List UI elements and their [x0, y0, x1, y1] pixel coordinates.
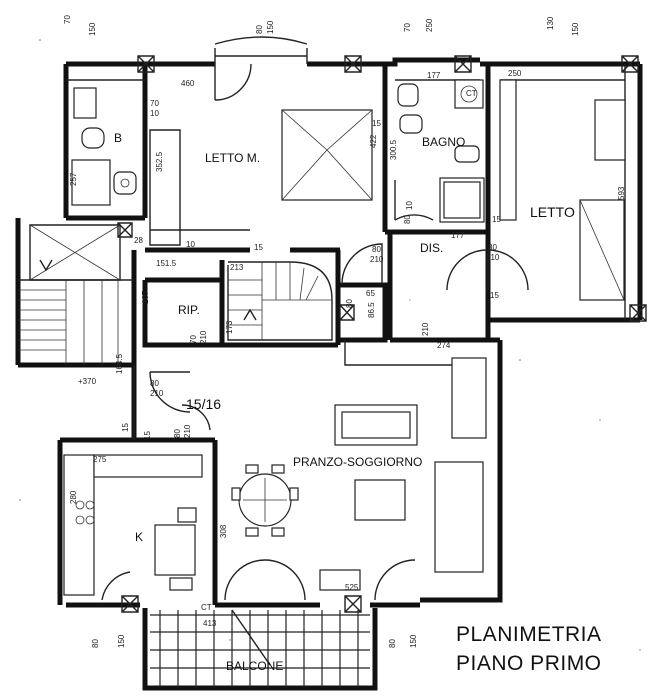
unit-label: 15/16 [186, 396, 221, 412]
dim-label: 460 [181, 79, 195, 88]
dim-label: 250 [508, 69, 522, 78]
dim-label: 422 [369, 134, 378, 148]
spiral-stairs [227, 261, 333, 341]
dim-label: 130 [546, 16, 555, 30]
left-stairs [18, 224, 134, 365]
dim-label: 80 [91, 639, 100, 648]
dim-label: 15 [254, 243, 263, 252]
dim-label: 164.5 [115, 353, 124, 374]
dim-label: 80 [488, 243, 497, 252]
room-label-dis: DIS. [420, 241, 443, 255]
single-bed [499, 79, 626, 301]
dim-label: 210 [370, 255, 384, 264]
dim-label: 280 [69, 490, 78, 504]
dim-label: 80 [372, 245, 381, 254]
dim-label: 15 [490, 291, 499, 300]
dim-label: 150 [409, 634, 418, 648]
dim-label: 80 [403, 215, 412, 224]
balcony [142, 608, 378, 691]
level-label: +370 [78, 377, 97, 386]
dim-label: 150 [571, 22, 580, 36]
dim-label: 15 [121, 423, 130, 432]
room-label-bagno: BAGNO [422, 135, 465, 149]
dim-label: CT [201, 603, 212, 612]
kitchen-fixtures [63, 454, 203, 596]
top-window [214, 36, 308, 64]
dim-label: 15 [372, 119, 381, 128]
dim-label: 70 [150, 99, 159, 108]
dim-label: 15 [492, 215, 501, 224]
dim-label: 107 [141, 290, 150, 304]
dim-label: 70 [403, 23, 412, 32]
window-boxes [117, 55, 647, 613]
dim-label: 15 [143, 431, 152, 440]
dim-label: 525 [345, 583, 359, 592]
dim-label: 213 [230, 263, 244, 272]
dim-label: 151.5 [156, 259, 177, 268]
dim-label: 593 [617, 186, 626, 200]
dim-label: 10 [150, 109, 159, 118]
living-furniture [231, 357, 487, 591]
dim-label: 173 [225, 320, 234, 334]
dim-label: 275 [93, 455, 107, 464]
dim-label: 70 [189, 335, 198, 344]
dim-label: 210 [183, 424, 192, 438]
room-label-letto: LETTO [530, 204, 575, 220]
dim-label: 257 [69, 172, 78, 186]
dimension-labels: 70 150 80 150 70 250 130 150 460 177 CT … [63, 15, 626, 648]
room-label-pranzo: PRANZO-SOGGIORNO [293, 455, 422, 469]
small-bath-fixtures [71, 87, 137, 206]
dim-label: 210 [421, 322, 430, 336]
dim-label: 65 [366, 289, 375, 298]
dim-label: 300.5 [389, 139, 398, 160]
thin-lines [66, 64, 626, 440]
dim-label: 70 [63, 15, 72, 24]
room-label-b: B [114, 131, 122, 145]
dim-label: 28 [134, 236, 143, 245]
dim-label: 308 [219, 524, 228, 538]
interior-walls [66, 64, 491, 605]
plan-title-line1: PLANIMETRIA [456, 623, 602, 646]
dim-label: 274 [437, 341, 451, 350]
dim-label: 150 [117, 634, 126, 648]
dim-label: 413 [203, 619, 217, 628]
room-label-rip: RIP. [178, 303, 200, 317]
dim-label: 352.5 [155, 151, 164, 172]
dim-label: 210 [199, 330, 208, 344]
dim-label: 86.5 [367, 302, 376, 318]
dim-label: 250 [425, 18, 434, 32]
doors [101, 63, 529, 601]
room-label-letto-m: LETTO M. [205, 151, 260, 165]
dim-label: 10 [186, 240, 195, 249]
dim-label: 80 [150, 379, 159, 388]
dim-label: 80 [173, 429, 182, 438]
dim-label: 80 [345, 299, 354, 308]
dim-label: CT [466, 89, 477, 98]
dim-label: 177 [451, 231, 465, 240]
room-label-balcone: BALCONE [226, 659, 283, 673]
dim-label: 10 [405, 201, 414, 210]
dim-label: 210 [150, 389, 164, 398]
room-label-cucina: K [135, 530, 143, 544]
dim-label: 150 [88, 22, 97, 36]
dim-label: 80 [388, 639, 397, 648]
master-bed [281, 109, 373, 201]
dim-label: 177 [427, 71, 441, 80]
dim-label: 210 [486, 253, 500, 262]
dim-label: 150 [266, 20, 275, 34]
main-bath-fixtures [397, 79, 485, 223]
dim-label: 80 [255, 25, 264, 34]
plan-title-line2: PIANO PRIMO [456, 652, 602, 675]
